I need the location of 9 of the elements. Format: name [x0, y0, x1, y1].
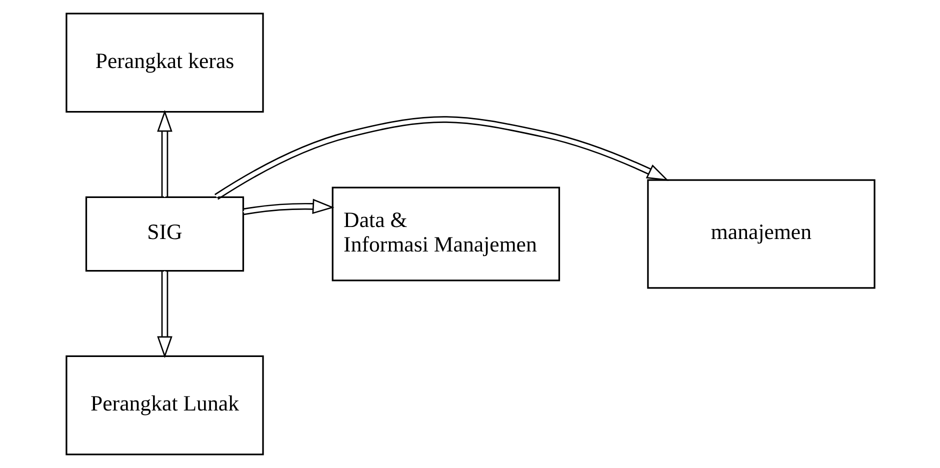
- node-box: Perangkat keras: [65, 12, 264, 113]
- node-box: Perangkat Lunak: [65, 355, 264, 456]
- arrow: [242, 198, 334, 216]
- node-box: manajemen: [646, 179, 875, 289]
- arrow: [156, 271, 172, 358]
- arrow: [156, 110, 172, 197]
- node-box: SIG: [84, 196, 244, 272]
- arrow: [214, 116, 668, 200]
- node-box: Data & Informasi Manajemen: [331, 186, 560, 282]
